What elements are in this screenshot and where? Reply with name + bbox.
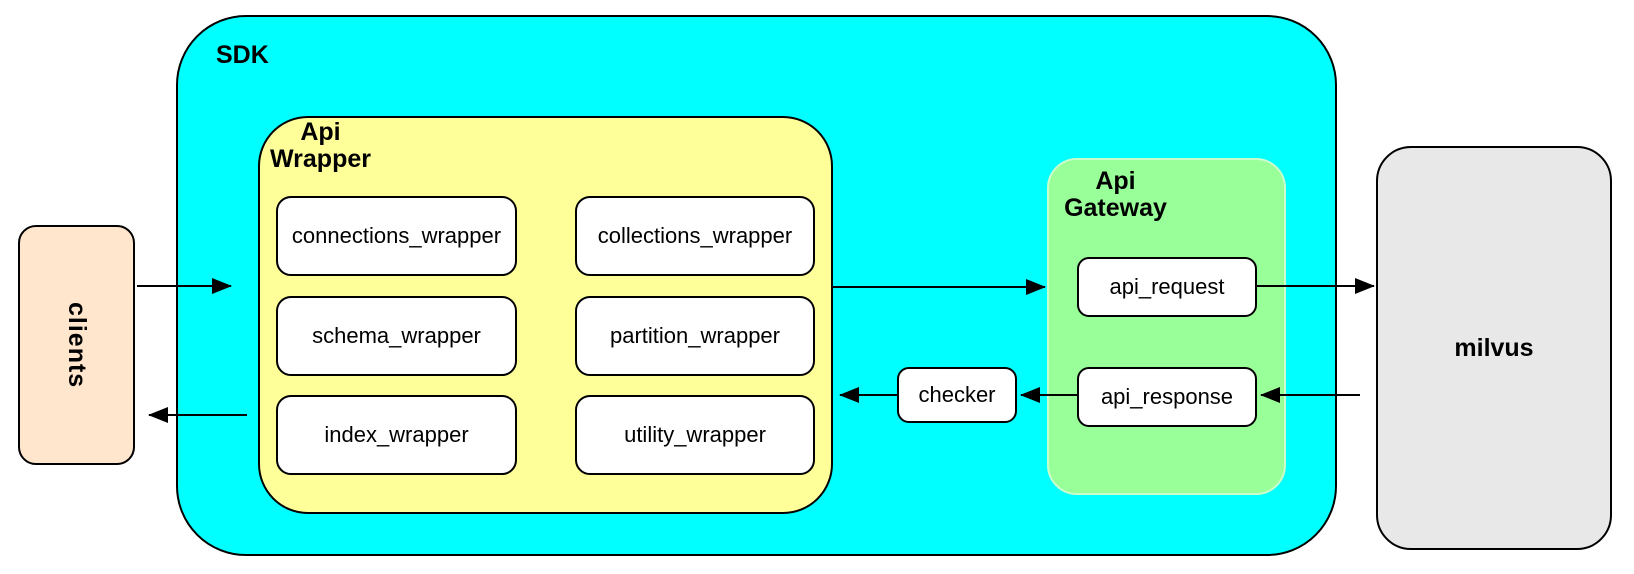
checker-node: checker [897, 367, 1017, 423]
api-response-node: api_response [1077, 367, 1257, 427]
partition-wrapper-node: partition_wrapper [575, 296, 815, 376]
milvus-node: milvus [1376, 146, 1612, 550]
api-wrapper-label-line2: Wrapper [270, 145, 371, 173]
api-wrapper-label-line1: Api [300, 118, 341, 146]
schema-wrapper-node: schema_wrapper [276, 296, 517, 376]
api-gateway-label-line1: Api [1095, 167, 1136, 195]
clients-label: clients [63, 301, 91, 389]
clients-node: clients [18, 225, 135, 465]
connections-wrapper-node: connections_wrapper [276, 196, 517, 276]
api-wrapper-label: Api Wrapper [268, 119, 373, 173]
api-request-node: api_request [1077, 257, 1257, 317]
api-gateway-label: Api Gateway [1063, 168, 1168, 222]
milvus-label: milvus [1454, 333, 1534, 362]
api-gateway-label-line2: Gateway [1064, 194, 1167, 222]
index-wrapper-node: index_wrapper [276, 395, 517, 475]
api-gateway-container [1047, 158, 1286, 495]
sdk-label: SDK [216, 41, 269, 69]
collections-wrapper-node: collections_wrapper [575, 196, 815, 276]
utility-wrapper-node: utility_wrapper [575, 395, 815, 475]
